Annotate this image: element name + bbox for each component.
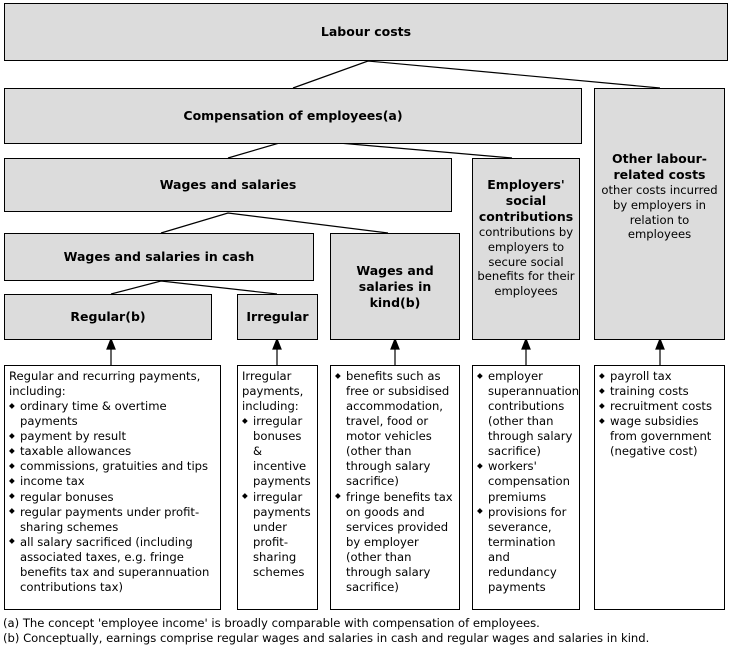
list-item: payroll tax xyxy=(599,369,720,384)
node-regular-label: Regular(b) xyxy=(70,309,146,324)
node-compensation-of-employees-label: Compensation of employees(a) xyxy=(183,108,403,123)
leaf-other-costs-detail[interactable]: payroll tax training costs recruitment c… xyxy=(594,365,725,610)
list-item: taxable allowances xyxy=(9,444,216,459)
node-regular[interactable]: Regular(b) xyxy=(4,294,212,340)
list-item: ordinary time & overtime payments xyxy=(9,399,216,429)
leaf-irregular-detail-list: irregular bonuses & incentive payments i… xyxy=(242,414,313,580)
leaf-in-kind-detail[interactable]: benefits such as free or subsidised acco… xyxy=(330,365,460,610)
node-other-labour-related-costs-desc: other costs incurred by employers in rel… xyxy=(601,183,718,242)
leaf-regular-detail[interactable]: Regular and recurring payments, includin… xyxy=(4,365,221,610)
node-irregular[interactable]: Irregular xyxy=(237,294,318,340)
leaf-other-costs-detail-list: payroll tax training costs recruitment c… xyxy=(599,369,720,459)
footnotes: (a) The concept 'employee income' is bro… xyxy=(3,616,727,647)
node-employers-social-contributions-desc: contributions by employers to secure soc… xyxy=(477,225,575,299)
node-wages-and-salaries-in-kind[interactable]: Wages and salaries in kind(b) xyxy=(330,233,460,340)
footnote-b: (b) Conceptually, earnings comprise regu… xyxy=(3,631,650,646)
node-labour-costs[interactable]: Labour costs xyxy=(4,3,728,61)
node-wages-and-salaries-in-cash[interactable]: Wages and salaries in cash xyxy=(4,233,314,281)
node-compensation-of-employees[interactable]: Compensation of employees(a) xyxy=(4,88,582,144)
list-item: provisions for severance, termination an… xyxy=(477,505,575,595)
node-employers-social-contributions-title: Employers' social contributions xyxy=(478,177,574,224)
list-item: payment by result xyxy=(9,429,216,444)
leaf-social-contributions-detail-list: employer superannuation contributions (o… xyxy=(477,369,579,595)
list-item: irregular bonuses & incentive payments xyxy=(242,414,313,489)
list-item: employer superannuation contributions (o… xyxy=(477,369,579,459)
node-wages-and-salaries-in-kind-label: Wages and salaries in kind(b) xyxy=(356,262,434,310)
list-item: all salary sacrificed (including associa… xyxy=(9,535,216,595)
node-employers-social-contributions[interactable]: Employers' social contributions contribu… xyxy=(472,158,580,340)
list-item: irregular payments under profit-sharing … xyxy=(242,490,313,580)
list-item: workers' compensation premiums xyxy=(477,459,575,504)
node-wages-and-salaries-in-cash-label: Wages and salaries in cash xyxy=(63,249,255,264)
list-item: regular bonuses xyxy=(9,490,216,505)
leaf-irregular-detail-lead: Irregular payments, including: xyxy=(242,369,304,414)
node-other-labour-related-costs[interactable]: Other labour-related costs other costs i… xyxy=(594,88,725,340)
list-item: training costs xyxy=(599,384,720,399)
leaf-regular-detail-list: ordinary time & overtime payments paymen… xyxy=(9,399,216,595)
node-other-labour-related-costs-title: Other labour-related costs xyxy=(611,151,707,182)
list-item: income tax xyxy=(9,474,216,489)
leaf-regular-detail-lead: Regular and recurring payments, includin… xyxy=(9,369,201,399)
list-item: wage subsidies from government (negative… xyxy=(599,414,720,459)
list-item: recruitment costs xyxy=(599,399,720,414)
node-labour-costs-label: Labour costs xyxy=(320,24,412,39)
leaf-social-contributions-detail[interactable]: employer superannuation contributions (o… xyxy=(472,365,580,610)
node-wages-and-salaries-label: Wages and salaries xyxy=(159,177,297,192)
leaf-irregular-detail[interactable]: Irregular payments, including: irregular… xyxy=(237,365,318,610)
list-item: fringe benefits tax on goods and service… xyxy=(335,490,455,595)
node-wages-and-salaries[interactable]: Wages and salaries xyxy=(4,158,452,212)
footnote-a: (a) The concept 'employee income' is bro… xyxy=(3,616,540,630)
list-item: regular payments under profit-sharing sc… xyxy=(9,505,216,535)
leaf-in-kind-detail-list: benefits such as free or subsidised acco… xyxy=(335,369,455,595)
list-item: benefits such as free or subsidised acco… xyxy=(335,369,455,490)
list-item: commissions, gratuities and tips xyxy=(9,459,216,474)
node-irregular-label: Irregular xyxy=(246,309,309,324)
